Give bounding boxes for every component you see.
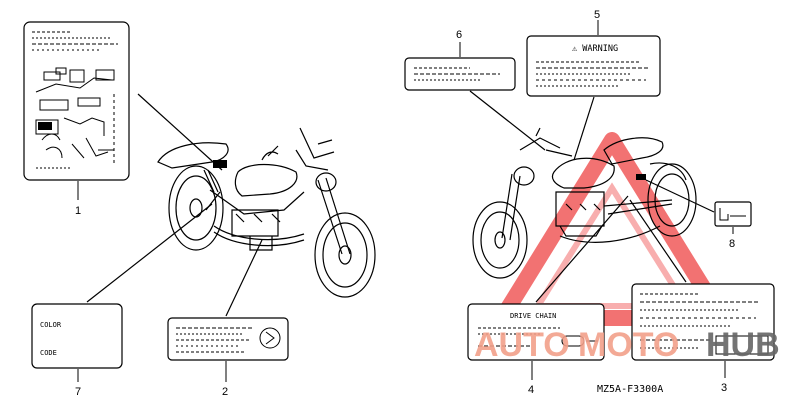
leader-6 xyxy=(469,90,546,151)
callout-3: 3 xyxy=(721,382,727,394)
leader-1-to-bike xyxy=(137,93,223,171)
leader-2 xyxy=(225,239,263,317)
callout-2: 2 xyxy=(222,386,228,398)
leader-3 xyxy=(629,199,687,283)
drive-chain-text: DRIVE CHAIN xyxy=(510,312,556,320)
callout-1: 1 xyxy=(75,205,81,217)
watermark-text: AUTO MOTO HUB xyxy=(474,326,780,364)
label-5-warning: ⚠ WARNING xyxy=(526,35,661,97)
label-6-decal xyxy=(404,57,516,91)
leader-4 xyxy=(535,195,629,303)
code-text: CODE xyxy=(40,349,57,357)
leader-8 xyxy=(645,179,715,213)
color-text: COLOR xyxy=(40,321,62,329)
motorcycle-left-illustration xyxy=(157,127,376,298)
label-1-decal-sheet xyxy=(23,21,130,181)
label-1-location-mark xyxy=(213,160,227,168)
watermark-hub: HUB xyxy=(706,326,780,364)
callout-8: 8 xyxy=(729,238,735,250)
watermark-auto: AUTO xyxy=(474,326,570,364)
motorcycle-right-illustration xyxy=(472,127,697,279)
label-3-decal xyxy=(631,283,775,361)
callout-7: 7 xyxy=(75,386,81,398)
leader-7 xyxy=(86,203,213,303)
diagram-code: MZ5A-F3300A xyxy=(597,384,663,395)
callout-4: 4 xyxy=(528,384,534,396)
callout-5: 5 xyxy=(594,9,600,21)
label-7-color-code: COLOR CODE xyxy=(31,303,123,369)
watermark-moto: MOTO xyxy=(578,326,679,364)
label-2-decal xyxy=(167,317,289,361)
leader-5 xyxy=(573,96,595,161)
warning-text: ⚠ WARNING xyxy=(572,44,618,54)
label-4-drive-chain: DRIVE CHAIN xyxy=(467,303,605,361)
label-8-tag xyxy=(714,201,752,227)
label-8-location-mark xyxy=(636,174,646,180)
callout-6: 6 xyxy=(456,29,462,41)
watermark-triangle xyxy=(494,132,730,326)
